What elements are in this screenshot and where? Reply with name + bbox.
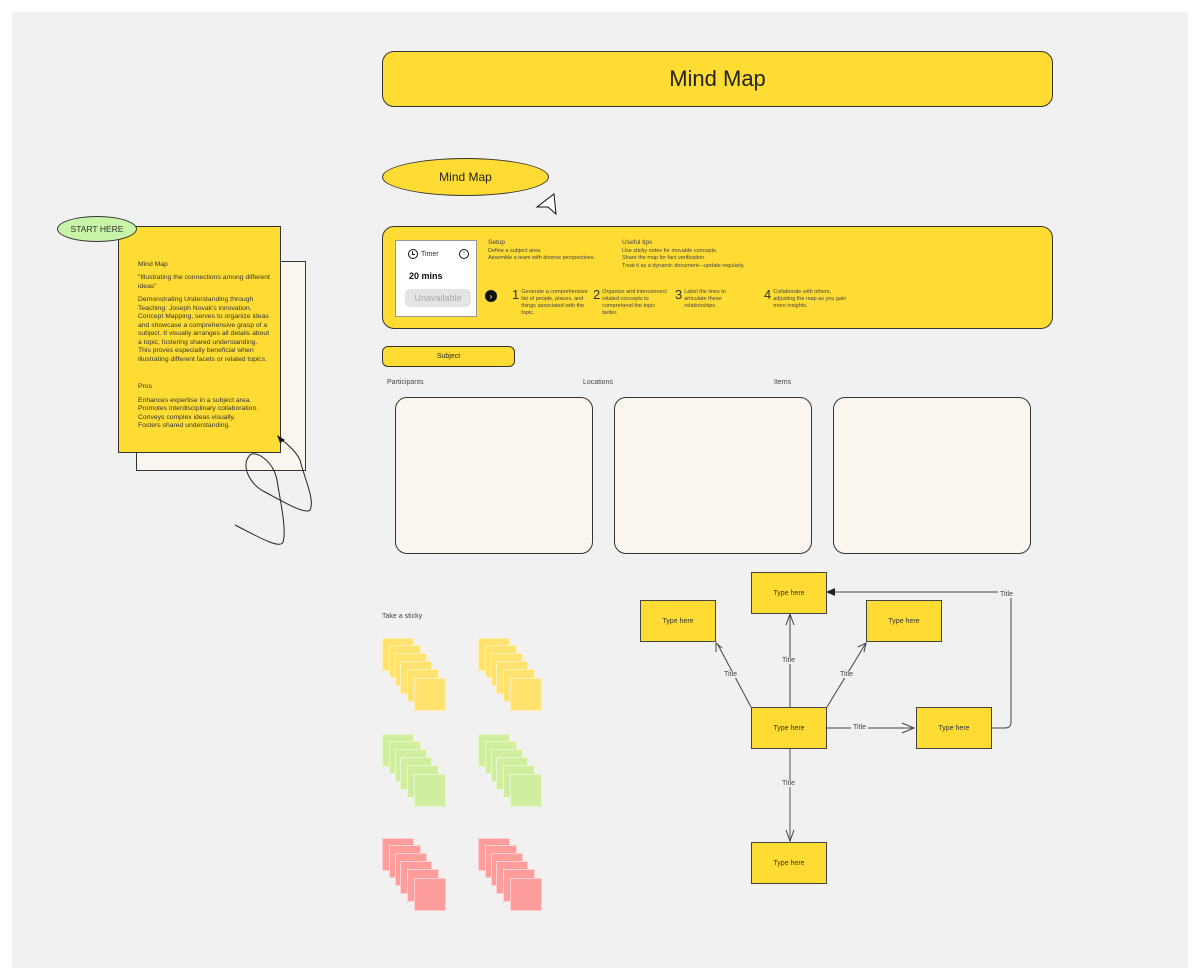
info-quote: "Illustrating the connections among diff…: [138, 274, 270, 290]
sticky-note[interactable]: [510, 678, 542, 711]
locations-label: Locations: [583, 379, 613, 386]
step-number: 3: [675, 287, 683, 302]
pros-item: Enhances expertise in a subject area.: [138, 396, 252, 404]
page-title: Mind Map: [669, 66, 766, 91]
step-number: 4: [764, 287, 772, 302]
locations-panel[interactable]: [614, 397, 812, 554]
edge-label[interactable]: Title: [998, 591, 1015, 598]
tips-line: Treat it as a dynamic document—update re…: [622, 262, 745, 269]
start-here-ellipse[interactable]: START HERE: [57, 216, 137, 242]
step-text: Organize and interconnect related concep…: [602, 289, 667, 317]
step-4: 4 Collaborate with others, adjusting the…: [764, 288, 849, 310]
items-label: Items: [774, 379, 792, 386]
timer-widget[interactable]: Timer ↑ 20 mins Unavailable: [395, 240, 477, 317]
info-body: Demonstrating Understanding through Teac…: [138, 296, 270, 363]
subject-box[interactable]: Subject: [382, 346, 515, 367]
step-number: 2: [593, 287, 601, 302]
timer-unavailable-button[interactable]: Unavailable: [405, 289, 471, 307]
timer-value: 20 mins: [409, 271, 443, 281]
subject-label: Subject: [436, 353, 461, 360]
sticky-note[interactable]: [414, 878, 446, 911]
pros-list: Enhances expertise in a subject area. Pr…: [138, 397, 270, 431]
mind-map-ellipse[interactable]: Mind Map: [382, 158, 549, 196]
edge-label[interactable]: Title: [780, 780, 797, 787]
edge-label[interactable]: Title: [722, 671, 739, 678]
tips-section: Useful tips Use sticky notes for movable…: [622, 239, 782, 270]
clock-icon: [408, 249, 418, 259]
diagram-node-top-left[interactable]: Type here: [640, 600, 716, 642]
diagram-node-center[interactable]: Type here: [751, 707, 827, 749]
pros-item: Fosters shared understanding.: [138, 422, 231, 430]
sticky-section-label: Take a sticky: [382, 613, 423, 620]
diagram-node-right[interactable]: Type here: [916, 707, 992, 749]
tips-title: Useful tips: [622, 239, 653, 246]
info-card[interactable]: Mind Map "Illustrating the connections a…: [118, 226, 281, 453]
step-2: 2 Organize and interconnect related conc…: [593, 288, 671, 318]
pros-title: Pros: [138, 383, 152, 391]
diagram-node-bottom[interactable]: Type here: [751, 842, 827, 884]
pros-item: Promotes interdisciplinary collaboration…: [138, 405, 259, 413]
tips-line: Use sticky notes for movable concepts.: [622, 248, 718, 254]
edge-label[interactable]: Title: [838, 671, 855, 678]
timer-up-icon[interactable]: ↑: [459, 249, 469, 259]
edge-label[interactable]: Title: [851, 724, 868, 731]
step-text: Label the lines to articulate these rela…: [684, 289, 726, 310]
next-arrow-button[interactable]: ›: [485, 290, 497, 302]
diagram-node-top-right[interactable]: Type here: [866, 600, 942, 642]
instructions-panel[interactable]: Timer ↑ 20 mins Unavailable Setup Define…: [382, 226, 1053, 329]
start-label: START HERE: [70, 224, 124, 234]
step-text: Generate a comprehensive list of people,…: [521, 289, 588, 317]
step-1: 1 Generate a comprehensive list of peopl…: [512, 288, 590, 318]
timer-label: Timer: [421, 250, 439, 258]
tips-line: Share the map for fact verification.: [622, 255, 706, 262]
step-number: 1: [512, 287, 520, 302]
setup-title: Setup: [488, 239, 505, 246]
edge-label[interactable]: Title: [780, 657, 797, 664]
items-panel[interactable]: [833, 397, 1031, 554]
info-heading: Mind Map: [138, 261, 168, 268]
diagram-node-top[interactable]: Type here: [751, 572, 827, 614]
participants-label: Participants: [387, 379, 424, 386]
sticky-note[interactable]: [510, 878, 542, 911]
setup-section: Setup Define a subject area. Assemble a …: [488, 239, 618, 263]
arrowhead-icon: [826, 588, 835, 596]
sticky-note[interactable]: [510, 774, 542, 807]
ellipse-label: Mind Map: [439, 170, 492, 184]
setup-line: Assemble a team with diverse perspective…: [488, 255, 595, 262]
participants-panel[interactable]: [395, 397, 593, 554]
pros-item: Conveys complex ideas visually.: [138, 413, 236, 421]
cursor-arrow-icon: [535, 193, 557, 216]
arrowhead-icon: [277, 435, 285, 443]
step-3: 3 Label the lines to articulate these re…: [675, 288, 739, 310]
setup-line: Define a subject area.: [488, 248, 542, 254]
step-text: Collaborate with others, adjusting the m…: [773, 289, 847, 310]
sticky-note[interactable]: [414, 678, 446, 711]
title-banner[interactable]: Mind Map: [382, 51, 1053, 107]
sticky-note[interactable]: [414, 774, 446, 807]
freehand-arrow[interactable]: [225, 430, 320, 550]
